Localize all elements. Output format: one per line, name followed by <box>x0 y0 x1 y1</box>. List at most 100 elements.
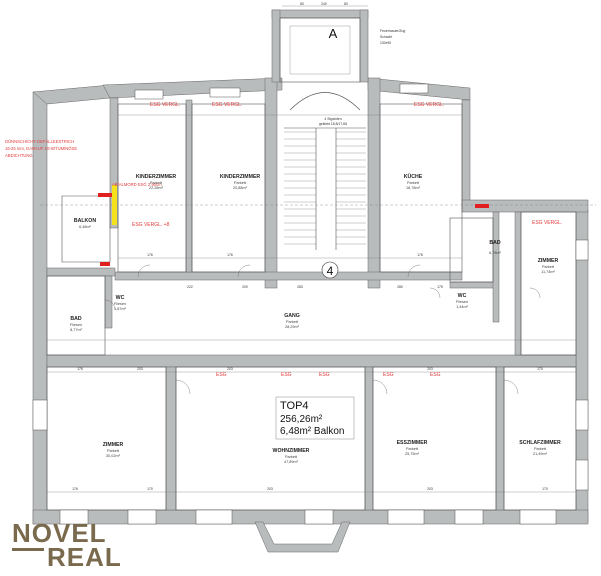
balcony-note: AB/ALMORD ESG 2 90cm <box>112 182 162 187</box>
dim-r2-2: 170 <box>147 487 153 491</box>
room-floor: Fliesen <box>456 300 468 304</box>
room-area: 18,78m² <box>406 186 421 190</box>
dim-m-5: 175 <box>437 285 443 289</box>
room-labels: KINDERZIMMER Parkett 22,28m² KINDERZIMME… <box>70 173 561 464</box>
room-name: SCHLAFZIMMER <box>519 440 561 446</box>
apartment-area: 256,26m² <box>280 414 323 425</box>
dim-r1-3: 203 <box>227 367 233 371</box>
window <box>575 399 589 431</box>
dim-m-4: 280 <box>397 285 403 289</box>
room-area: 21,49m² <box>533 452 548 456</box>
esg-short-2: ESG <box>281 372 292 378</box>
room-area: 1,87m² <box>114 307 127 311</box>
esg-label-4: ESG VERGL. <box>532 220 562 226</box>
dim-r3-2: 176 <box>227 253 233 257</box>
dimension-lines <box>40 5 596 493</box>
red-note-3: ABDICHTUNG <box>5 153 33 158</box>
window <box>454 509 484 525</box>
logo-line-2: REAL <box>47 542 122 572</box>
room-name: WC <box>116 295 125 301</box>
window <box>32 399 48 431</box>
dim-m-2: 200 <box>242 285 248 289</box>
dim-m-3: 283 <box>297 285 303 289</box>
dim-r1-5: 170 <box>537 367 543 371</box>
window <box>134 89 164 100</box>
dim-m-1: 222 <box>187 285 193 289</box>
window <box>59 509 89 525</box>
shaft-note-2: Schacht <box>380 35 392 39</box>
dim-r1-2: 203 <box>137 367 143 371</box>
room-area: 20,88m² <box>233 186 248 190</box>
esg-label-3: ESG VERGL. <box>414 102 444 108</box>
door-swing <box>137 264 151 278</box>
dim-r2-1: 176 <box>72 487 78 491</box>
room-name: BALKON <box>74 218 96 224</box>
door-swing <box>503 379 519 395</box>
logo-line-1: NOVEL <box>12 518 107 548</box>
apartment-balcony: 6,48m² Balkon <box>280 426 344 437</box>
section-label: A <box>329 26 338 41</box>
room-area: 11,74m² <box>541 270 555 274</box>
room-name: BAD <box>489 240 500 246</box>
dim-r2-4: 203 <box>427 487 433 491</box>
esg-short-4: ESG <box>383 372 394 378</box>
window <box>387 509 425 525</box>
stair-landing-curve <box>289 92 361 111</box>
dim-r2-5: 170 <box>542 487 548 491</box>
room-name: WOHNZIMMER <box>273 448 310 454</box>
esg-label-1: ESG VERGL. <box>150 102 180 108</box>
windows <box>32 83 589 525</box>
room-area: 6,48m² <box>79 225 92 229</box>
dimension-labels: 80 240 80 176 203 203 203 170 176 170 20… <box>72 2 548 491</box>
dim-r2-3: 203 <box>267 487 273 491</box>
room-name: ZIMMER <box>103 442 124 448</box>
room-area: 22,28m² <box>149 186 164 190</box>
room-area: 47,89m² <box>284 460 299 464</box>
room-floor: Fliesen <box>70 323 82 327</box>
shaft-note-1: Feuermauer/Zug <box>380 29 405 33</box>
red-annotations: DÜNNSCHICHT-GEFÄLLEESTRICH 16-25 mm, DAR… <box>5 102 562 378</box>
window <box>399 83 429 94</box>
dim-r3-3: 176 <box>417 253 423 257</box>
dim-top-2: 240 <box>321 2 327 6</box>
room-name: ZIMMER <box>538 258 559 264</box>
window <box>575 459 589 491</box>
room-name: KINDERZIMMER <box>220 174 261 180</box>
dim-top-1: 80 <box>300 2 304 6</box>
stair-note-1: 4 Stgstufen <box>324 117 341 121</box>
shaft-note: Feuermauer/Zug Schacht 130x90 4 Stgstufe… <box>319 29 405 126</box>
room-area: 6,78m² <box>489 251 502 255</box>
stair-number: 4 <box>327 264 334 278</box>
room-area: 25,75m² <box>405 452 420 456</box>
dim-top-3: 80 <box>344 2 348 6</box>
room-floor: Parkett <box>542 265 555 269</box>
door-swing <box>104 299 116 311</box>
door-swing <box>175 379 191 395</box>
stair-note-2: geklebt 18,8/17,68 <box>319 122 347 126</box>
apartment-top: TOP4 <box>280 400 309 412</box>
apartment-info: TOP4 256,26m² 6,48m² Balkon <box>275 396 355 440</box>
window <box>575 239 589 261</box>
shaft-note-3: 130x90 <box>380 41 391 45</box>
room-floor: Parkett <box>286 320 299 324</box>
outer-walls <box>32 9 589 553</box>
room-floor: Parkett <box>150 181 163 185</box>
door-swing <box>407 264 421 278</box>
window <box>304 509 334 525</box>
window <box>195 509 233 525</box>
room-floor: Parkett <box>234 181 247 185</box>
room-name: KINDERZIMMER <box>136 174 177 180</box>
room-area: 1,44m² <box>456 305 469 309</box>
dim-r1-1: 176 <box>77 367 83 371</box>
esg-short-5: ESG <box>430 372 441 378</box>
door-swing <box>237 264 251 278</box>
room-area: 8,77m² <box>70 328 83 332</box>
esg-short-3: ESG <box>319 372 330 378</box>
room-outlines <box>46 17 577 511</box>
door-swing <box>372 379 388 395</box>
room-name: KÜCHE <box>404 173 423 180</box>
novel-real-logo: NOVEL REAL <box>12 518 122 572</box>
room-floor: Parkett <box>107 449 120 453</box>
window <box>519 509 557 525</box>
